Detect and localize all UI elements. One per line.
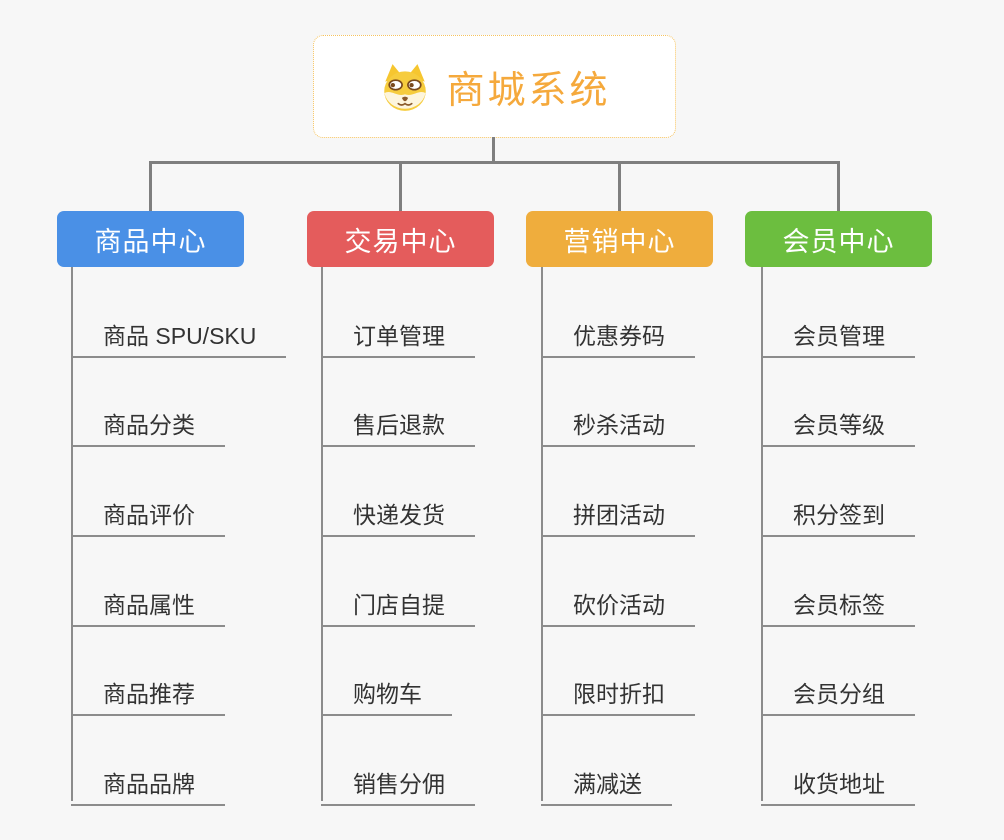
child-full-reduction[interactable]: 满减送 — [541, 759, 672, 806]
child-product-category[interactable]: 商品分类 — [71, 400, 225, 447]
child-product-spu-sku[interactable]: 商品 SPU/SKU — [71, 311, 287, 358]
child-bargain-activity[interactable]: 砍价活动 — [541, 580, 695, 627]
root-title: 商城系统 — [446, 70, 611, 112]
child-flash-sale[interactable]: 秒杀活动 — [541, 400, 695, 447]
spine-marketing — [541, 267, 543, 801]
child-store-pickup[interactable]: 门店自提 — [321, 580, 475, 627]
child-express-delivery[interactable]: 快递发货 — [321, 490, 475, 537]
spine-product — [71, 267, 73, 801]
branch-product-center[interactable]: 商品中心 — [57, 211, 244, 267]
child-aftersale-refund[interactable]: 售后退款 — [321, 400, 475, 447]
child-member-management[interactable]: 会员管理 — [761, 311, 915, 358]
child-group-buy[interactable]: 拼团活动 — [541, 490, 695, 537]
child-product-attribute[interactable]: 商品属性 — [71, 580, 225, 627]
child-points-checkin[interactable]: 积分签到 — [761, 490, 915, 537]
child-product-review[interactable]: 商品评价 — [71, 490, 225, 537]
child-order-management[interactable]: 订单管理 — [321, 311, 475, 358]
child-product-brand[interactable]: 商品品牌 — [71, 759, 225, 806]
connector-bus — [149, 161, 840, 164]
connector-stub-marketing — [618, 161, 621, 212]
spine-member — [761, 267, 763, 801]
child-member-level[interactable]: 会员等级 — [761, 400, 915, 447]
connector-stub-member — [837, 161, 840, 212]
child-limited-time-discount[interactable]: 限时折扣 — [541, 669, 695, 716]
child-member-tag[interactable]: 会员标签 — [761, 580, 915, 627]
child-shipping-address[interactable]: 收货地址 — [761, 759, 915, 806]
child-coupon-code[interactable]: 优惠券码 — [541, 311, 695, 358]
child-product-recommend[interactable]: 商品推荐 — [71, 669, 225, 716]
connector-root-stub — [492, 137, 495, 164]
connector-stub-trade — [399, 161, 402, 212]
branch-trade-center[interactable]: 交易中心 — [307, 211, 494, 267]
branch-member-center[interactable]: 会员中心 — [745, 211, 932, 267]
child-member-group[interactable]: 会员分组 — [761, 669, 915, 716]
child-shopping-cart[interactable]: 购物车 — [321, 669, 452, 716]
branch-marketing-center[interactable]: 营销中心 — [526, 211, 713, 267]
shiba-dog-icon — [384, 63, 427, 111]
root-node-mall-system[interactable]: 商城系统 — [313, 35, 676, 138]
spine-trade — [321, 267, 323, 801]
connector-stub-product — [149, 161, 152, 212]
child-sales-commission[interactable]: 销售分佣 — [321, 759, 475, 806]
